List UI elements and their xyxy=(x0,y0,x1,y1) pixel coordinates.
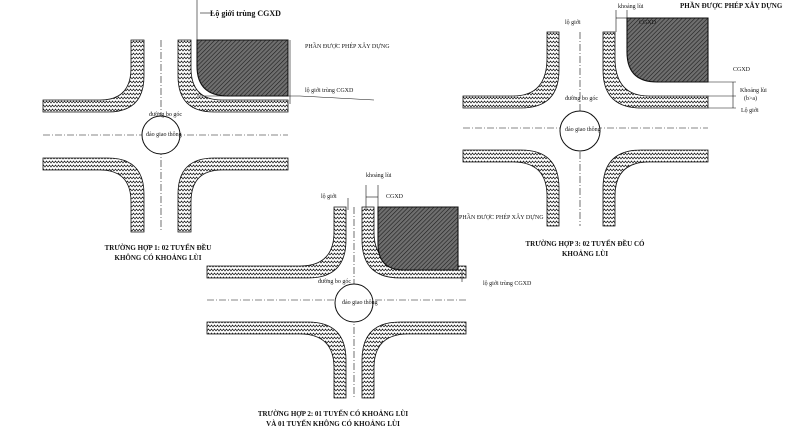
label-corner-2: đường bo góc xyxy=(318,279,351,285)
label-island-1: đảo giao thông xyxy=(146,132,182,138)
label-side-1: lộ giới trùng CGXD xyxy=(305,88,354,94)
sidewalk-top-left-3 xyxy=(462,31,560,109)
sidewalk-top-left-2 xyxy=(206,206,347,279)
traffic-island xyxy=(141,115,181,155)
traffic-island-2 xyxy=(334,283,374,323)
caption-1-line2: KHÔNG CÓ KHOẢNG LÙI xyxy=(115,254,202,262)
caption-3-line1: TRƯỜNG HỢP 3: 02 TUYẾN ĐỀU CÓ xyxy=(525,240,645,248)
label-island-3: đảo giao thông xyxy=(565,127,601,133)
allowed-build-area-2 xyxy=(377,206,459,271)
label-right-road-limit-3: Lộ giới xyxy=(741,108,759,114)
label-right-formula-3: (b>a) xyxy=(744,95,757,102)
intersection-diagram-2 xyxy=(206,185,467,399)
caption-1-line1: TRƯỜNG HỢP 1: 02 TUYẾN ĐỀU xyxy=(105,244,212,252)
sidewalk-bottom-left-3 xyxy=(462,149,560,227)
label-corner-1: đường bo góc xyxy=(149,112,182,118)
label-road-limit-3: lộ giới xyxy=(565,20,581,26)
allowed-build-area-3 xyxy=(626,17,709,83)
sidewalk-bottom-right xyxy=(177,157,289,233)
label-island-2: đảo giao thông xyxy=(342,300,378,306)
caption-2-line1: TRƯỜNG HỢP 2: 01 TUYẾN CÓ KHOẢNG LÙI xyxy=(258,410,409,418)
intersection-diagram-3 xyxy=(462,10,736,227)
sidewalk-bottom-right-3 xyxy=(602,149,709,227)
label-right-cgxd-3: CGXD xyxy=(733,67,751,73)
label-cgxd-3: CGXD xyxy=(639,20,657,26)
sidewalk-bottom-left xyxy=(42,157,145,233)
intersection-diagram-1 xyxy=(42,0,375,233)
sidewalk-bottom-right-2 xyxy=(361,321,467,399)
label-top-cgxd: Lộ giới trùng CGXD xyxy=(210,9,281,18)
sidewalk-top-left xyxy=(42,39,145,113)
traffic-island-3 xyxy=(559,110,601,152)
sidewalk-top-right-2 xyxy=(361,206,467,279)
label-allowed-area-1: PHẦN ĐƯỢC PHÉP XÂY DỰNG xyxy=(305,42,390,50)
sidewalk-bottom-left-2 xyxy=(206,321,347,399)
sidewalk-top-right xyxy=(177,39,289,113)
caption-2-line2: VÀ 01 TUYẾN KHÔNG CÓ KHOẢNG LÙI xyxy=(266,420,400,428)
label-road-limit-2: lộ giới xyxy=(321,194,337,200)
caption-3-line2: KHOẢNG LÙI xyxy=(562,250,608,258)
allowed-build-area xyxy=(196,39,289,97)
label-corner-3: đường bo góc xyxy=(565,96,598,102)
label-setback-2: khoảng lùi xyxy=(366,173,392,179)
label-side-2: lộ giới trùng CGXD xyxy=(483,281,532,287)
label-allowed-area-2: PHẦN ĐƯỢC PHÉP XÂY DỰNG xyxy=(459,213,544,221)
label-right-setback-3: Khoảng lùi xyxy=(740,88,767,94)
label-allowed-area-3: PHẦN ĐƯỢC PHÉP XÂY DỰNG xyxy=(680,2,783,10)
label-setback-3: khoảng lùi xyxy=(618,4,644,10)
label-cgxd-2: CGXD xyxy=(386,194,404,200)
